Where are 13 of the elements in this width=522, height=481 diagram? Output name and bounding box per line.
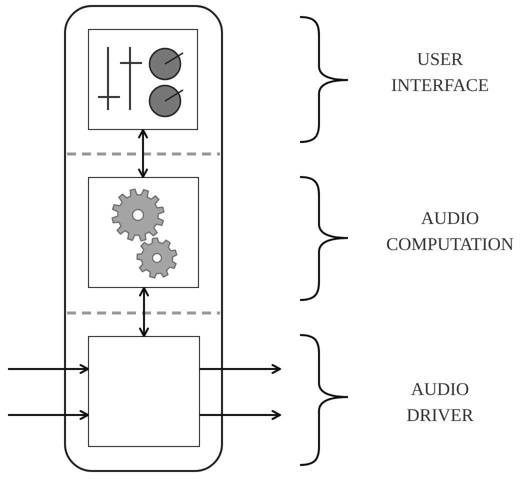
section-label: AUDIO DRIVER bbox=[406, 378, 474, 427]
arrow bbox=[8, 364, 89, 374]
arrow bbox=[8, 410, 89, 420]
double-arrow bbox=[138, 129, 148, 178]
rounded-container bbox=[64, 5, 223, 472]
arrow bbox=[200, 364, 281, 374]
process-box bbox=[88, 336, 200, 447]
section-label: AUDIO COMPUTATION bbox=[386, 207, 514, 256]
arrow bbox=[200, 410, 281, 420]
gears-box bbox=[88, 177, 199, 288]
section-label: USER INTERFACE bbox=[391, 48, 489, 97]
double-arrow bbox=[138, 287, 150, 337]
controls-box bbox=[88, 29, 198, 130]
